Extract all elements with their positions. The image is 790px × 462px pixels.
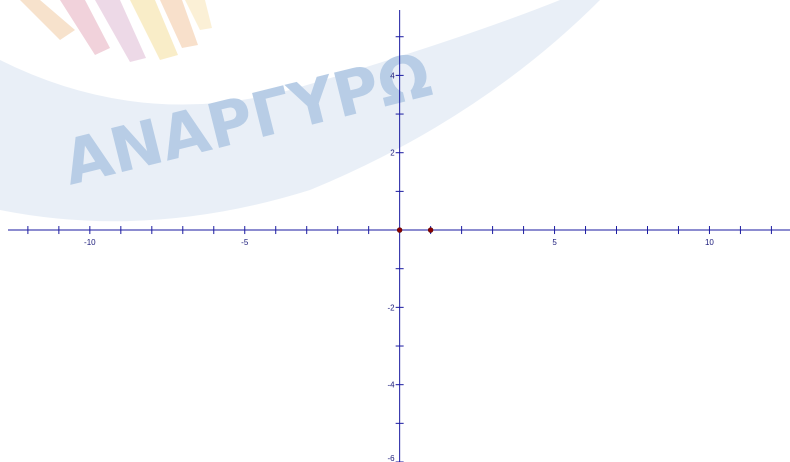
tick-labels: -10 -5 5 10 4 2 -2 -4 -6 xyxy=(84,71,714,462)
x-tick-label: 5 xyxy=(552,238,557,247)
y-tick-label: -4 xyxy=(388,381,396,390)
y-tick-label: 4 xyxy=(390,71,395,80)
point-marker[interactable] xyxy=(396,227,403,233)
watermark-logo: ΑΝΑΡΓΥΡΩ xyxy=(0,0,600,222)
point-marker[interactable] xyxy=(427,227,434,233)
colored-pencils-logo xyxy=(20,0,212,62)
data-points xyxy=(396,227,434,233)
x-tick-label: 10 xyxy=(705,238,714,247)
axis-ticks xyxy=(27,36,772,462)
x-tick-label: -10 xyxy=(84,238,96,247)
watermark-ring xyxy=(0,0,600,222)
y-tick-label: 2 xyxy=(390,149,395,158)
y-tick-label: -6 xyxy=(388,454,396,462)
x-tick-label: -5 xyxy=(241,238,249,247)
y-tick-label: -2 xyxy=(388,303,396,312)
